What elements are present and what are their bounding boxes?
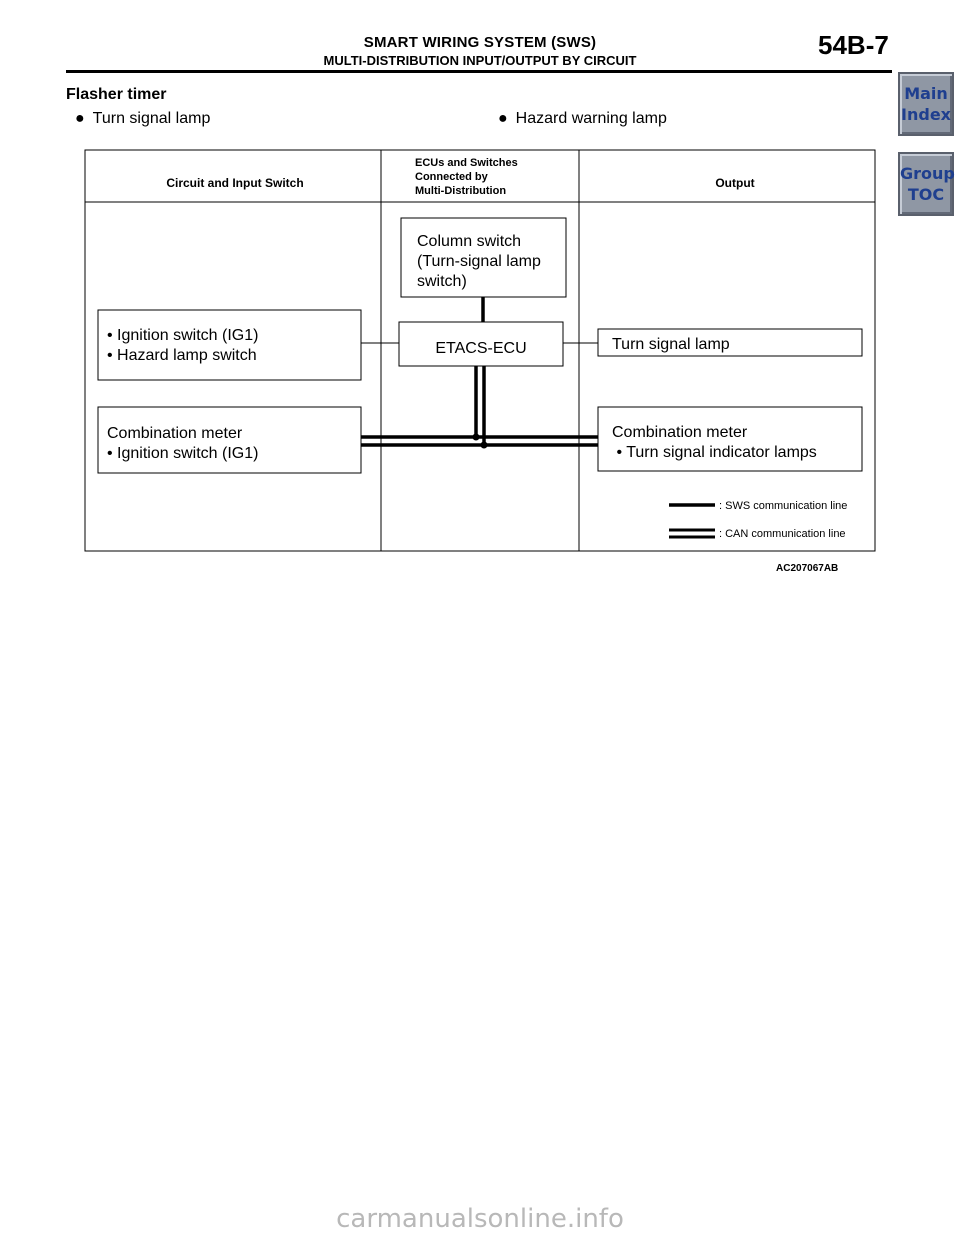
bullet-dot-icon: ● — [498, 110, 508, 127]
watermark-text: carmanualsonline.info — [336, 1204, 624, 1234]
column-switch-label-1: Column switch — [417, 233, 521, 250]
column-header-output: Output — [715, 176, 754, 190]
input-switch-box — [97, 309, 362, 381]
main-index-label-2: Index — [901, 105, 951, 124]
column-switch-label-2: (Turn-signal lamp — [417, 253, 541, 270]
column-switch-label-3: switch) — [417, 273, 467, 290]
bullet-item: ● Hazard warning lamp — [498, 110, 667, 128]
column-header-input: Circuit and Input Switch — [166, 176, 303, 190]
combination-meter-output-box — [597, 406, 863, 472]
bullet-text: Hazard warning lamp — [515, 110, 667, 127]
section-heading: Flasher timer — [66, 86, 167, 103]
page-number: 54B-7 — [818, 30, 889, 60]
column-header-ecus-3: Multi-Distribution — [415, 185, 506, 197]
page-subtitle: MULTI-DISTRIBUTION INPUT/OUTPUT BY CIRCU… — [323, 53, 637, 68]
etacs-ecu-label: ETACS-ECU — [435, 340, 526, 357]
bullet-item: ● Turn signal lamp — [75, 110, 210, 128]
combination-meter-input-box — [97, 406, 362, 474]
main-index-button[interactable]: Main Index — [898, 72, 954, 136]
combination-meter-output-label-2: • Turn signal indicator lamps — [612, 444, 817, 461]
group-toc-label-2: TOC — [907, 185, 945, 204]
table-frame — [84, 149, 876, 552]
group-toc-label-1: Group — [900, 164, 955, 183]
etacs-ecu-box — [398, 321, 564, 367]
column-switch-box — [400, 217, 567, 298]
page-title: SMART WIRING SYSTEM (SWS) — [363, 34, 597, 51]
combination-meter-output-label-1: Combination meter — [612, 424, 748, 441]
header-rule — [66, 70, 892, 73]
legend-sws-label: : SWS communication line — [719, 500, 847, 512]
combination-meter-input-label-2: • Ignition switch (IG1) — [107, 445, 258, 462]
turn-signal-lamp-box — [597, 328, 863, 357]
main-index-label-1: Main — [904, 84, 948, 103]
junction-dot — [472, 433, 480, 441]
circuit-diagram: Circuit and Input Switch ECUs and Switch… — [84, 149, 876, 552]
junction-dot — [480, 441, 488, 449]
bullet-dot-icon: ● — [75, 110, 85, 127]
input-switch-label-2: • Hazard lamp switch — [107, 347, 257, 364]
input-switch-label-1: • Ignition switch (IG1) — [107, 327, 258, 344]
group-toc-button[interactable]: Group TOC — [898, 152, 955, 216]
legend-can-label: : CAN communication line — [719, 528, 846, 540]
column-header-ecus-2: Connected by — [415, 171, 489, 183]
figure-id: AC207067AB — [776, 563, 839, 574]
bullet-text: Turn signal lamp — [92, 110, 211, 127]
combination-meter-input-label-1: Combination meter — [107, 425, 243, 442]
column-header-ecus-1: ECUs and Switches — [415, 157, 518, 169]
turn-signal-lamp-label: Turn signal lamp — [612, 336, 730, 353]
